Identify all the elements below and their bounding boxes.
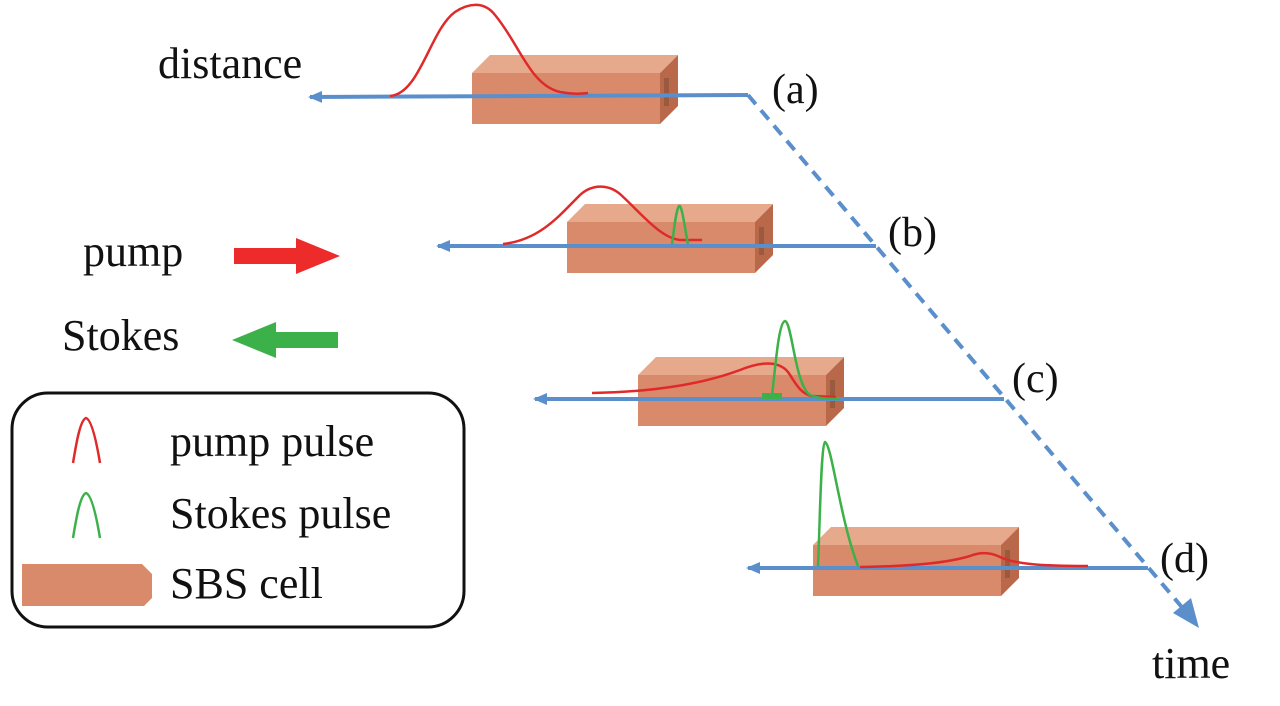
- stokes-direction-arrow-icon: [232, 322, 338, 358]
- stokes-pulse-d: [816, 440, 860, 567]
- pump-pulse-b: [502, 185, 702, 246]
- time-axis-arrowhead: [1173, 598, 1199, 628]
- sbs-cell-icon: [22, 564, 152, 606]
- stage-a: [308, 3, 749, 124]
- stage-d: [746, 440, 1148, 596]
- stokes-pulse-c: [770, 319, 841, 401]
- legend-frame: [10, 391, 466, 629]
- stage-label-a: (a): [772, 67, 819, 113]
- time-axis: [746, 93, 1199, 628]
- distance-axis-a: [308, 90, 749, 103]
- direction-key: pump Stokes: [62, 227, 340, 360]
- time-label: time: [1152, 639, 1230, 688]
- stokes-pulse-b: [670, 204, 690, 245]
- stage-label-d: (d): [1160, 536, 1209, 582]
- sbs-cell-a: [472, 55, 678, 124]
- pump-pulse-c: [591, 362, 837, 399]
- legend-label-stokes-pulse: Stokes pulse: [170, 489, 391, 538]
- sbs-cell-b: [567, 204, 773, 273]
- pump-direction-arrow-icon: [234, 238, 340, 274]
- pump-direction-label: pump: [83, 227, 183, 276]
- pump-pulse-icon: [71, 416, 102, 464]
- stage-c: [533, 319, 1004, 426]
- pump-pulse-d: [859, 551, 1089, 569]
- stage-label-b: (b): [888, 210, 937, 256]
- pump-pulse-a: [389, 3, 589, 98]
- sbs-cell-d: [813, 527, 1019, 596]
- stokes-direction-label: Stokes: [62, 311, 179, 360]
- legend-label-sbs-cell: SBS cell: [170, 559, 323, 608]
- legend: pump pulse Stokes pulse SBS cell: [10, 391, 466, 629]
- stokes-seed-c: [762, 393, 782, 399]
- stage-label-c: (c): [1012, 356, 1059, 402]
- distance-label: distance: [158, 39, 302, 88]
- stokes-pulse-icon: [71, 491, 102, 539]
- stage-b: [436, 185, 876, 273]
- legend-label-pump-pulse: pump pulse: [170, 417, 374, 466]
- sbs-cell-c: [638, 357, 844, 426]
